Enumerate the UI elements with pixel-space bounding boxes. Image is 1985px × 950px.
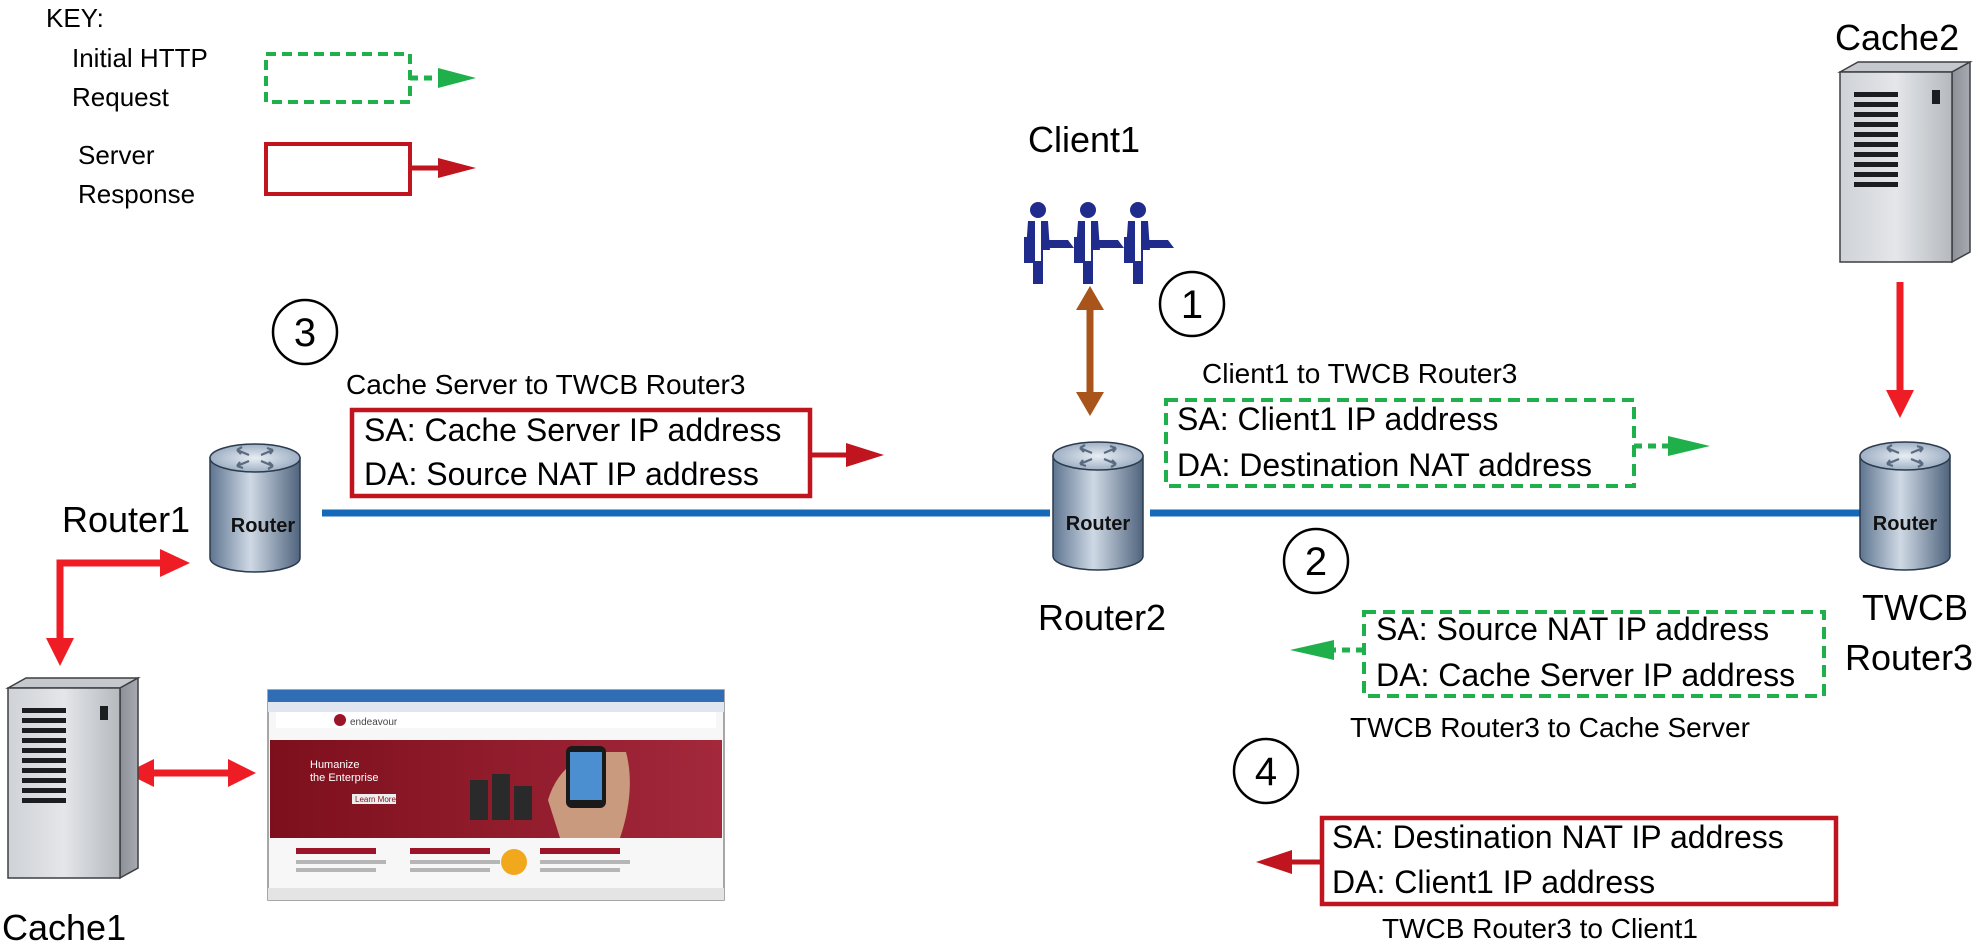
step-1-da: DA: Destination NAT address	[1177, 447, 1592, 483]
step-3-sa: SA: Cache Server IP address	[364, 412, 781, 448]
step-2-da: DA: Cache Server IP address	[1376, 657, 1795, 693]
step-4-arrowhead	[1256, 850, 1292, 874]
router2-icon: Router	[1051, 440, 1145, 572]
client1-label: Client1	[1028, 119, 1140, 160]
step-4: 4 SA: Destination NAT IP address DA: Cli…	[1232, 737, 1839, 944]
cache2-router3-arrow	[1886, 282, 1914, 418]
router2-badge: Router	[1066, 513, 1131, 535]
client1-users-icon	[1024, 202, 1174, 284]
legend-request-box	[264, 52, 412, 104]
legend-response-label-2: Response	[78, 179, 195, 209]
step-3-caption: Cache Server to TWCB Router3	[346, 369, 745, 400]
legend-response-box	[264, 142, 412, 196]
step-3-number: 3	[294, 311, 316, 355]
step-1-caption: Client1 to TWCB Router3	[1202, 358, 1517, 389]
legend-request-label-2: Request	[72, 82, 170, 112]
step-4-packet-box	[1319, 815, 1839, 907]
legend: KEY: Initial HTTP Request Server Respons…	[46, 3, 476, 209]
cache1-server-icon	[7, 677, 139, 879]
webpage-headline-1: Humanize	[310, 759, 360, 771]
step-2-number: 2	[1305, 540, 1327, 584]
webpage-headline-2: the Enterprise	[310, 772, 378, 784]
router2-label: Router2	[1038, 597, 1166, 638]
legend-response-arrowhead	[438, 158, 476, 178]
webpage-cta: Learn More	[355, 795, 396, 804]
legend-request-arrowhead	[438, 68, 476, 88]
legend-response-label-1: Server	[78, 140, 155, 170]
router1-label: Router1	[62, 499, 190, 540]
cache1-label: Cache1	[2, 907, 126, 948]
step-3-da: DA: Source NAT IP address	[364, 456, 759, 492]
router3-label-line2: Router3	[1845, 637, 1973, 678]
webpage-logo: endeavour	[350, 717, 398, 728]
step-2: 2 SA: Source NAT IP address DA: Cache Se…	[1282, 527, 1826, 743]
step-4-caption: TWCB Router3 to Client1	[1382, 913, 1698, 944]
router3-label-line1: TWCB	[1862, 587, 1968, 628]
step-4-da: DA: Client1 IP address	[1332, 864, 1655, 900]
step-3: 3 Cache Server to TWCB Router3 SA: Cache…	[271, 298, 884, 499]
step-2-caption: TWCB Router3 to Cache Server	[1350, 712, 1750, 743]
router3-icon: Router	[1858, 440, 1952, 572]
step-1-number: 1	[1181, 283, 1203, 327]
step-2-sa: SA: Source NAT IP address	[1376, 611, 1769, 647]
webpage-screenshot: endeavour Humanize the Enterprise Learn …	[267, 689, 725, 901]
step-1-packet-box	[1164, 398, 1636, 488]
cache1-webpage-arrow	[126, 759, 256, 787]
step-3-packet-box	[349, 407, 813, 499]
step-4-number: 4	[1255, 750, 1277, 794]
cache2-label: Cache2	[1835, 17, 1959, 58]
router1-icon: Router	[208, 442, 302, 574]
step-3-arrowhead	[846, 443, 884, 467]
client-router2-link	[1076, 286, 1104, 416]
router3-badge: Router	[1873, 513, 1938, 535]
cache1-router1-arrow	[46, 549, 190, 666]
step-2-arrowhead	[1290, 640, 1334, 660]
step-4-sa: SA: Destination NAT IP address	[1332, 819, 1784, 855]
step-1-arrowhead	[1668, 436, 1710, 456]
step-1: 1 Client1 to TWCB Router3 SA: Client1 IP…	[1158, 270, 1710, 488]
legend-title: KEY:	[46, 3, 104, 33]
step-1-sa: SA: Client1 IP address	[1177, 401, 1498, 437]
cache2-server-icon	[1839, 61, 1971, 263]
router1-badge: Router	[231, 515, 296, 537]
step-2-packet-box	[1362, 610, 1826, 698]
legend-request-label-1: Initial HTTP	[72, 43, 208, 73]
